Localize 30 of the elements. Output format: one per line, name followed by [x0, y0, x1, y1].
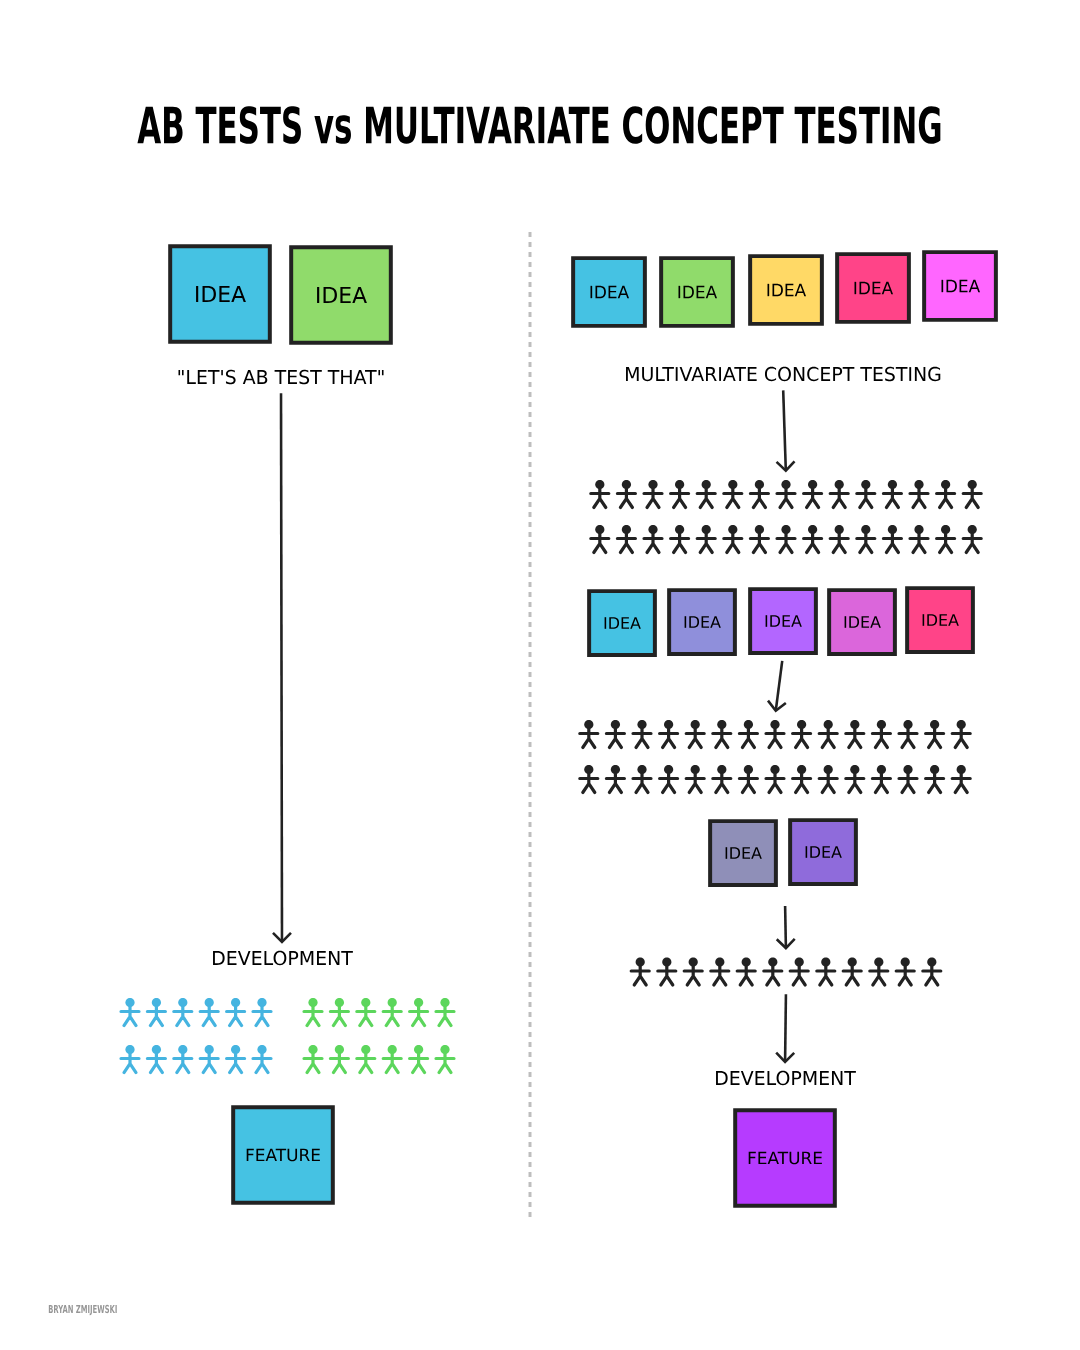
idea-box: IDEA [708, 819, 778, 887]
crowd-drawing [589, 479, 983, 555]
caption-text: DEVELOPMENT [213, 950, 353, 966]
idea-box: IDEA [827, 588, 897, 656]
arrow [766, 660, 787, 713]
idea-box: IDEA [571, 256, 647, 328]
idea-box: IDEA [748, 587, 818, 655]
idea-box: IDEA [905, 586, 975, 654]
idea-box: IDEA [659, 256, 735, 328]
idea-box: IDEA [748, 254, 824, 326]
caption-text: "LET'S AB TEST THAT" [178, 369, 384, 385]
idea-box: IDEA [922, 250, 998, 322]
feature-box: FEATURE [231, 1105, 335, 1205]
idea-box: IDEA [289, 245, 393, 345]
feature-box: FEATURE [733, 1108, 837, 1208]
arrow [272, 393, 292, 944]
arrow [775, 994, 796, 1064]
crowd-drawing [629, 957, 943, 987]
idea-box: IDEA [587, 589, 657, 657]
crowd-drawing [578, 719, 972, 795]
idea-box: IDEA [788, 818, 858, 886]
idea-box: IDEA [168, 244, 272, 344]
arrow [775, 390, 796, 473]
caption-text: DEVELOPMENT [716, 1070, 856, 1086]
signature: BRYAN ZMIJEWSKI [48, 1304, 117, 1316]
idea-box: IDEA [835, 252, 911, 324]
caption-text: MULTIVARIATE CONCEPT TESTING [626, 366, 941, 382]
title: AB TESTS vs MULTIVARIATE CONCEPT TESTING [137, 106, 941, 144]
arrow [775, 906, 796, 950]
idea-box: IDEA [667, 588, 737, 656]
